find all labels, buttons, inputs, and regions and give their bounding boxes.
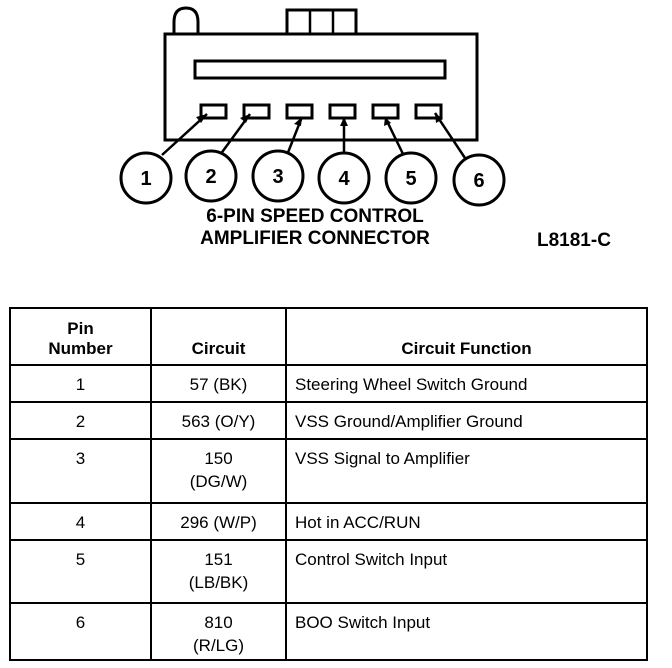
table-row: 6 810 (R/LG) BOO Switch Input xyxy=(9,601,648,662)
pin-label-5: 5 xyxy=(405,168,416,190)
cell-circuit-line2: (LB/BK) xyxy=(188,572,249,592)
header-pin-line2: Number xyxy=(48,339,113,359)
connector-caption-line2: AMPLIFIER CONNECTOR xyxy=(200,228,430,249)
figure-code: L8181-C xyxy=(537,230,611,251)
cell-circuit-line1: 150 xyxy=(204,449,233,469)
cell-circuit-line1: 151 xyxy=(204,549,233,569)
table-header-row: Pin Number Circuit Circuit Function xyxy=(9,306,648,367)
cell-function: Control Switch Input xyxy=(285,538,648,604)
cell-function: VSS Signal to Amplifier xyxy=(285,438,648,504)
connector-top-tab xyxy=(285,8,358,36)
cell-circuit-line1: 296 (W/P) xyxy=(180,512,257,532)
cell-pin: 2 xyxy=(9,401,152,441)
cell-pin: 6 xyxy=(9,601,152,662)
cell-pin: 5 xyxy=(9,538,152,604)
cell-pin: 4 xyxy=(9,501,152,541)
cell-pin: 3 xyxy=(9,438,152,504)
connector-caption-line1: 6-PIN SPEED CONTROL xyxy=(206,206,424,227)
pin-callouts xyxy=(119,149,506,207)
header-circuit: Circuit xyxy=(150,306,287,367)
table-row: 2 563 (O/Y) VSS Ground/Amplifier Ground xyxy=(9,401,648,441)
cell-circuit-line1: 57 (BK) xyxy=(189,375,248,395)
cell-circuit: 57 (BK) xyxy=(150,364,287,404)
cell-circuit-line2: (R/LG) xyxy=(193,635,244,655)
cell-pin: 1 xyxy=(9,364,152,404)
pin-label-6: 6 xyxy=(473,170,484,192)
cell-function: VSS Ground/Amplifier Ground xyxy=(285,401,648,441)
cell-circuit-line2: (DG/W) xyxy=(189,472,248,492)
table-row: 4 296 (W/P) Hot in ACC/RUN xyxy=(9,501,648,541)
pin-label-1: 1 xyxy=(140,168,151,190)
pin-sockets xyxy=(199,103,443,120)
cell-function: Hot in ACC/RUN xyxy=(285,501,648,541)
cell-circuit: 810 (R/LG) xyxy=(150,601,287,662)
connector-latch xyxy=(172,6,200,34)
cell-circuit-line1: 810 xyxy=(204,612,233,632)
header-pin-number: Pin Number xyxy=(9,306,152,367)
cell-circuit: 296 (W/P) xyxy=(150,501,287,541)
connector-slot xyxy=(193,59,447,80)
table-row: 5 151 (LB/BK) Control Switch Input xyxy=(9,538,648,604)
connector-body xyxy=(163,32,479,142)
header-pin-line1: Pin xyxy=(67,319,94,339)
cell-circuit: 151 (LB/BK) xyxy=(150,538,287,604)
pin-label-3: 3 xyxy=(272,166,283,188)
table-row: 3 150 (DG/W) VSS Signal to Amplifier xyxy=(9,438,648,504)
cell-function: Steering Wheel Switch Ground xyxy=(285,364,648,404)
arrowheads xyxy=(196,113,443,126)
cell-circuit: 563 (O/Y) xyxy=(150,401,287,441)
cell-function: BOO Switch Input xyxy=(285,601,648,662)
header-circuit-function: Circuit Function xyxy=(285,306,648,367)
connector-diagram: 1 2 3 4 5 6 xyxy=(119,6,506,207)
pin-label-4: 4 xyxy=(338,168,350,190)
pin-circuit-table: Pin Number Circuit Circuit Function 1 57… xyxy=(9,306,648,662)
cell-circuit: 150 (DG/W) xyxy=(150,438,287,504)
pin-label-2: 2 xyxy=(205,166,216,188)
cell-circuit-line1: 563 (O/Y) xyxy=(181,412,256,432)
table-row: 1 57 (BK) Steering Wheel Switch Ground xyxy=(9,364,648,404)
